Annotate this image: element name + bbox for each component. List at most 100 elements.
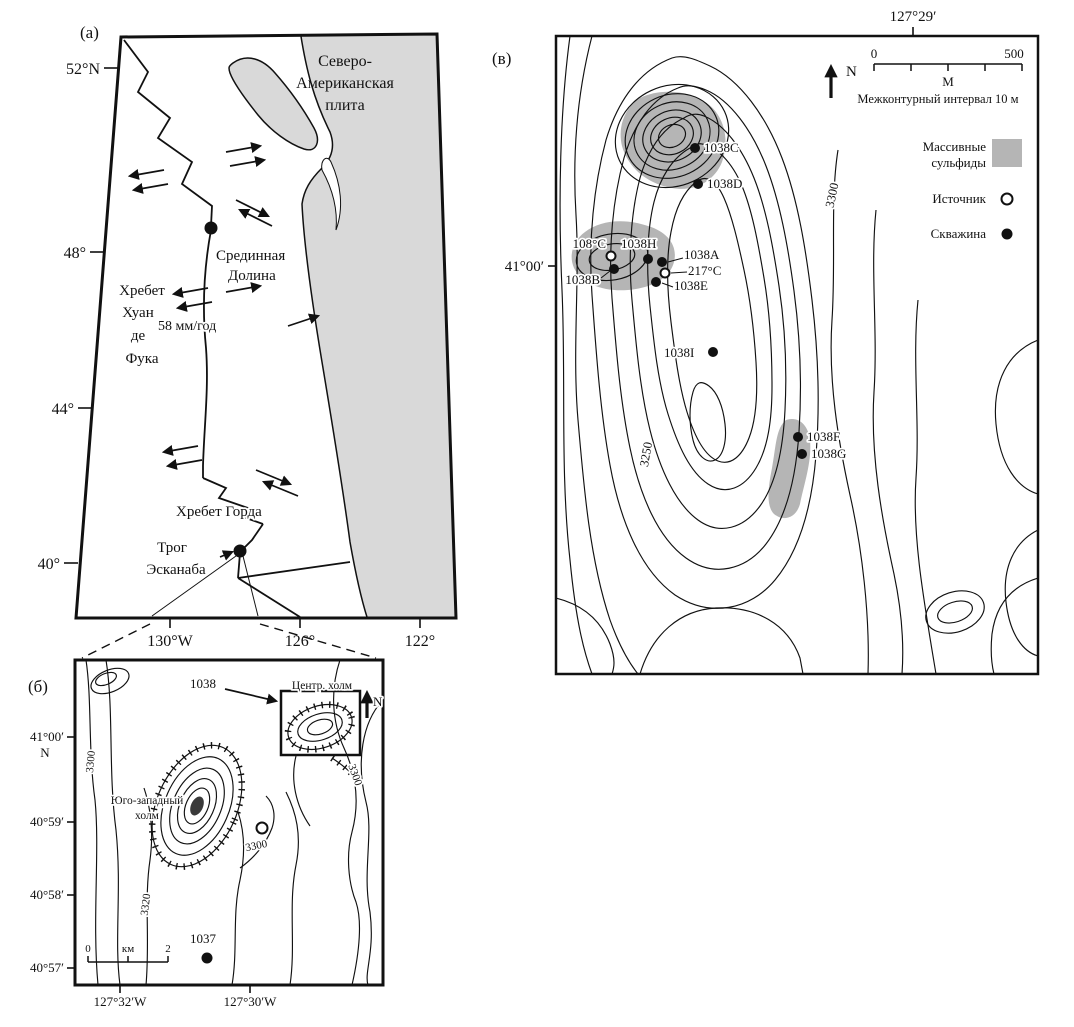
contour-line bbox=[176, 778, 218, 834]
legend-borehole-label: Скважина bbox=[931, 226, 987, 241]
site-1038-label: 1038 bbox=[190, 676, 216, 691]
projection-dashed-line bbox=[81, 623, 151, 659]
site-label: 1038D bbox=[707, 176, 742, 191]
label-leader bbox=[600, 270, 611, 279]
borehole-dot-1038a bbox=[657, 257, 667, 267]
contour-line bbox=[297, 712, 343, 742]
lon-label: 130°W bbox=[147, 633, 193, 650]
contour-line bbox=[95, 671, 117, 687]
scale-unit-label: М bbox=[942, 74, 954, 89]
jdf-ridge-label-line1: Хребет bbox=[119, 283, 165, 299]
middle-valley-dot bbox=[204, 221, 218, 235]
borehole-dot-1038b bbox=[609, 264, 619, 274]
contour-line bbox=[689, 382, 727, 462]
sulfide-patch-west bbox=[571, 221, 675, 291]
contour-line bbox=[990, 577, 1038, 674]
escanaba-trough-dot bbox=[233, 544, 247, 558]
site-1037-label: 1037 bbox=[190, 931, 217, 946]
label-leader bbox=[670, 271, 688, 274]
spreading-arrow bbox=[225, 282, 263, 293]
legend-sulfides-line1: Массивные bbox=[923, 139, 987, 154]
contour-line bbox=[231, 811, 245, 985]
contour-line bbox=[360, 699, 383, 985]
contour-line bbox=[333, 660, 361, 985]
vent-circle-108c bbox=[605, 250, 617, 262]
spreading-arrow bbox=[161, 445, 199, 456]
puget-sound-inlet bbox=[321, 157, 341, 231]
middle-valley-label-line1: Срединная bbox=[216, 248, 285, 264]
contour-label-3320: 3320 bbox=[139, 892, 154, 916]
spreading-arrow bbox=[127, 169, 165, 180]
spreading-arrow bbox=[171, 287, 209, 298]
contour-line bbox=[1004, 529, 1038, 657]
site-1037-dot bbox=[201, 952, 213, 964]
legend-borehole-dot bbox=[1001, 228, 1013, 240]
spreading-arrow bbox=[229, 156, 267, 167]
lat-label: 48° bbox=[64, 245, 86, 262]
contour-label-3250: 3250 bbox=[637, 441, 655, 468]
gorda-ridge-line bbox=[241, 523, 264, 551]
middle-valley-label-line2: Долина bbox=[228, 268, 276, 284]
contour-line bbox=[285, 791, 299, 985]
panel-c-border bbox=[554, 34, 1040, 676]
contour-line bbox=[629, 113, 787, 529]
panel-connectors bbox=[81, 555, 377, 659]
lon-label: 122° bbox=[405, 633, 435, 650]
contour-line bbox=[667, 178, 758, 463]
spreading-arrow bbox=[165, 459, 203, 470]
plate-name-line2: Американская bbox=[296, 75, 394, 92]
contour-line bbox=[657, 123, 687, 149]
contour-line bbox=[925, 590, 985, 634]
north-label: N bbox=[373, 694, 383, 709]
vent-temp-label: 217°C bbox=[688, 263, 721, 278]
contour-label-3300: 3300 bbox=[823, 181, 842, 208]
scale-end-label: 500 bbox=[1004, 46, 1024, 61]
lat-label: 40° bbox=[38, 556, 60, 573]
site-label: 1038F bbox=[807, 429, 840, 444]
lat-label: 44° bbox=[52, 401, 74, 418]
contour-line bbox=[105, 660, 121, 985]
strike-slip-arrow bbox=[261, 480, 299, 497]
contour-line bbox=[994, 339, 1038, 495]
blanco-transform-line bbox=[202, 477, 264, 525]
lat-label: 41°00′ bbox=[30, 729, 64, 744]
projection-dashed-line bbox=[259, 623, 377, 659]
spreading-arrow bbox=[175, 301, 213, 312]
fault-line-southeast bbox=[237, 577, 301, 618]
label-leader bbox=[661, 282, 674, 288]
contour-line bbox=[160, 756, 234, 856]
legend-sulfide-swatch bbox=[992, 139, 1022, 167]
rate-arrow bbox=[287, 313, 321, 327]
sw-hill-label-line1: Юго-западный bbox=[111, 795, 183, 807]
lat-label: 41°00′ bbox=[505, 259, 544, 275]
lon-label: 126° bbox=[285, 633, 315, 650]
contour-line bbox=[650, 116, 694, 156]
jdf-ridge-label-line4: Фука bbox=[125, 351, 158, 367]
scale-start-label: 0 bbox=[871, 46, 878, 61]
scale-unit-label: км bbox=[122, 943, 134, 955]
site-label: 1038H bbox=[621, 236, 656, 251]
contour-interval-note: Межконтурный интервал 10 м bbox=[857, 92, 1018, 106]
lat-label: 40°58′ bbox=[30, 887, 64, 902]
sw-hill-label-line2: холм bbox=[135, 810, 160, 822]
gorda-ridge-label: Хребет Горда bbox=[176, 504, 262, 520]
contour-line bbox=[830, 149, 869, 674]
contour-line bbox=[872, 209, 904, 674]
borehole-dot-1038e bbox=[651, 277, 661, 287]
contour-line bbox=[183, 787, 211, 825]
contour-line bbox=[574, 36, 639, 674]
vancouver-island bbox=[228, 57, 319, 151]
borehole-dot-1038d bbox=[693, 179, 703, 189]
contour-line bbox=[937, 600, 973, 624]
borehole-dot-1038i bbox=[708, 347, 718, 357]
contour-line bbox=[293, 755, 311, 827]
contour-line bbox=[556, 597, 615, 674]
north-label: N bbox=[846, 64, 857, 80]
jdf-ridge-label-line2: Хуан bbox=[122, 305, 154, 321]
lon-label: 127°32′W bbox=[94, 994, 148, 1009]
strike-slip-arrow bbox=[235, 199, 270, 217]
contour-line bbox=[85, 660, 99, 985]
panel-a-border bbox=[74, 32, 458, 620]
label-leader bbox=[667, 257, 684, 263]
